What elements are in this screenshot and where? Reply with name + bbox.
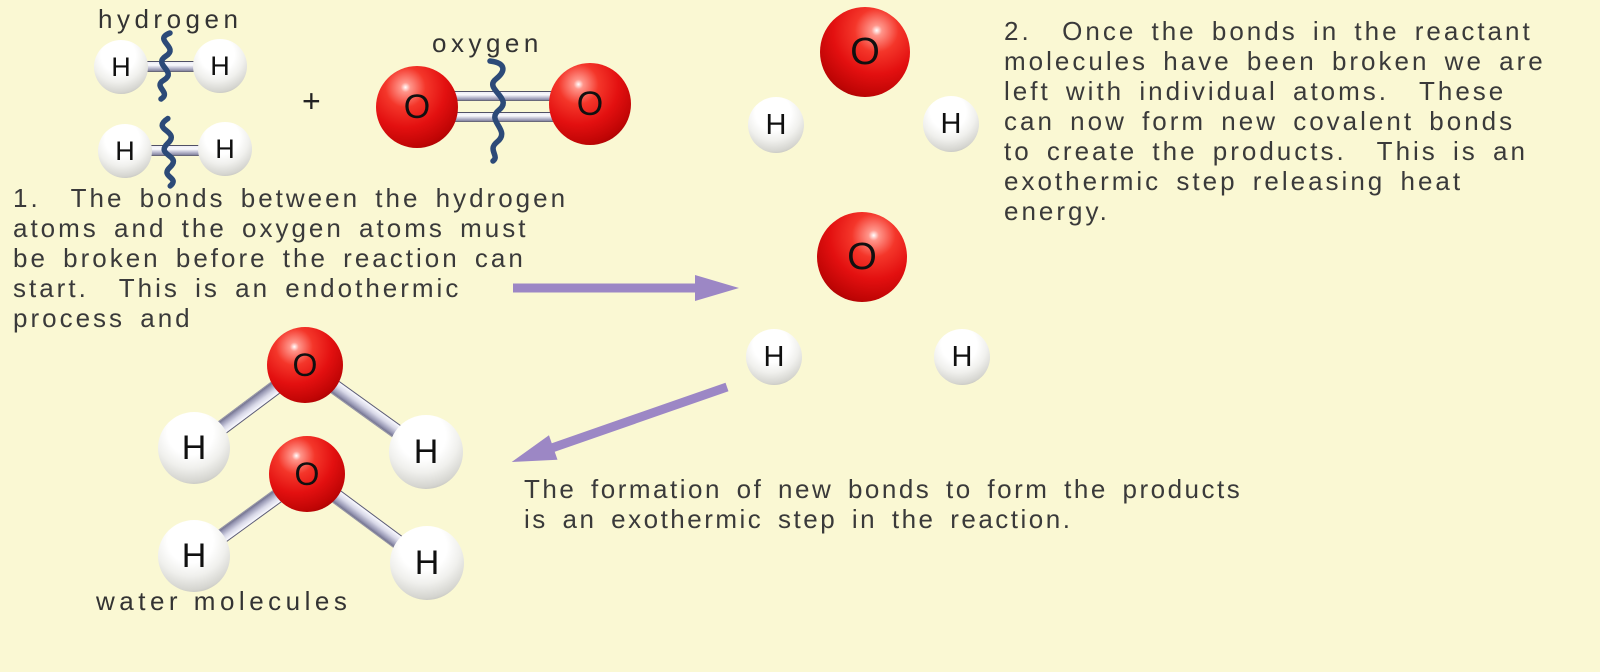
oxygen-symbol: O [292, 347, 318, 383]
hydrogen-atom: H [94, 40, 148, 94]
hydrogen-symbol: H [115, 135, 135, 166]
bond-break-squiggle-icon [159, 115, 177, 189]
water-hydrogen-atom: H [158, 412, 230, 484]
water-hydrogen-atom: H [158, 520, 230, 592]
step1-text: 1. The bonds between the hydrogen atoms … [13, 183, 568, 333]
hydrogen-symbol: H [414, 544, 440, 582]
free-hydrogen-atom: H [934, 329, 990, 385]
formation-text: The formation of new bonds to form the p… [524, 474, 1242, 534]
free-hydrogen-atom: H [923, 96, 979, 152]
oxygen-symbol: O [847, 236, 877, 278]
water-oxygen-atom: O [267, 327, 343, 403]
text-line: molecules have been broken we are [1004, 46, 1546, 76]
hydrogen-symbol: H [181, 537, 207, 575]
hydrogen-symbol: H [413, 433, 439, 471]
oxygen-symbol: O [403, 88, 431, 126]
water-hydrogen-atom: H [389, 415, 463, 489]
oxygen-symbol: O [576, 85, 604, 123]
oxygen-symbol: O [294, 456, 320, 492]
hydrogen-symbol: H [951, 340, 973, 373]
free-oxygen-atom: O [817, 212, 907, 302]
hydrogen-symbol: H [181, 429, 207, 467]
hydrogen-atom: H [98, 124, 152, 178]
bond-break-squiggle-icon [157, 30, 173, 102]
free-hydrogen-atom: H [748, 97, 804, 153]
hydrogen-atom: H [198, 122, 252, 176]
text-line: process and [13, 303, 193, 333]
text-line: The formation of new bonds to form the p… [524, 474, 1243, 504]
text-line: exothermic step releasing heat [1004, 166, 1464, 196]
text-line: atoms and the oxygen atoms must [13, 213, 529, 243]
text-line: left with individual atoms. These [1004, 76, 1507, 106]
free-hydrogen-atom: H [746, 329, 802, 385]
text-line: 1. The bonds between the hydrogen [13, 183, 569, 213]
hydrogen-label: hydrogen [98, 4, 243, 34]
text-line: to create the products. This is an [1004, 136, 1528, 166]
water-hydrogen-atom: H [390, 526, 464, 600]
text-line: 2. Once the bonds in the reactant [1004, 16, 1533, 46]
hydrogen-symbol: H [765, 108, 787, 141]
hydrogen-atom: H [193, 39, 247, 93]
oxygen-atom: O [376, 66, 458, 148]
hydrogen-symbol: H [940, 107, 962, 140]
free-oxygen-atom: O [820, 7, 910, 97]
hydrogen-symbol: H [210, 50, 230, 81]
text-line: is an exothermic step in the reaction. [524, 504, 1073, 534]
water-oxygen-atom: O [269, 436, 345, 512]
arrow-down-left-icon [511, 382, 729, 462]
oxygen-atom: O [549, 63, 631, 145]
oxygen-label: oxygen [432, 28, 543, 58]
hydrogen-symbol: H [111, 51, 131, 82]
oxygen-symbol: O [850, 31, 880, 73]
arrow-right-icon [513, 275, 739, 301]
bond-break-squiggle-icon [487, 58, 506, 164]
hydrogen-symbol: H [215, 133, 235, 164]
text-line: can now form new covalent bonds [1004, 106, 1516, 136]
hydrogen-symbol: H [763, 340, 785, 373]
step2-text: 2. Once the bonds in the reactant molecu… [1004, 16, 1546, 226]
text-line: be broken before the reaction can [13, 243, 526, 273]
text-line: start. This is an endothermic [13, 273, 462, 303]
plus-sign: + [302, 83, 321, 119]
water-molecules-label: water molecules [96, 586, 352, 616]
text-line: energy. [1004, 196, 1110, 226]
